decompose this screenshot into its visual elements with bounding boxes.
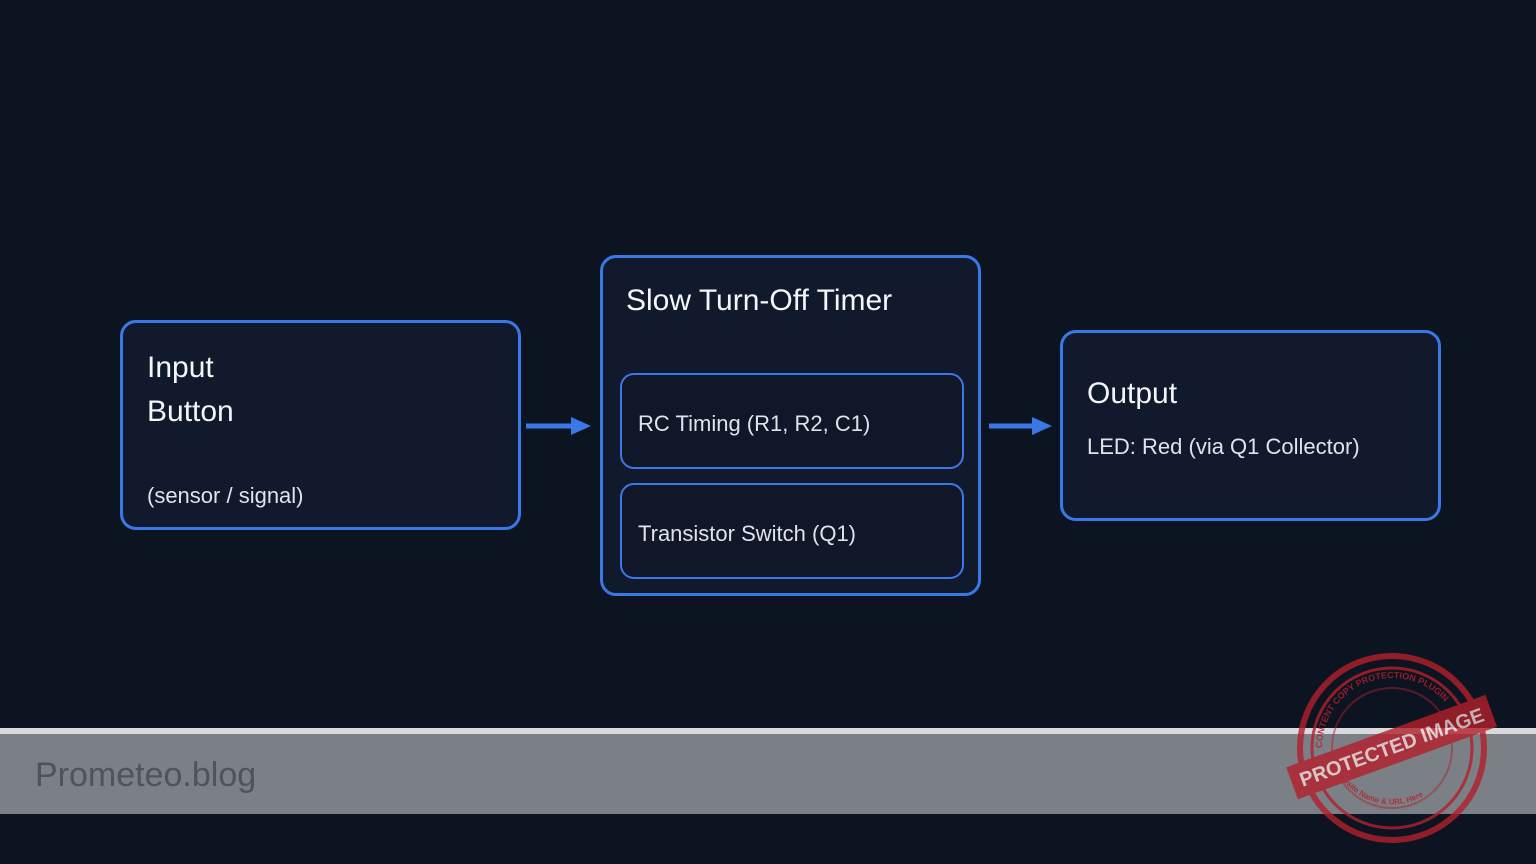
arrow-timer-to-output bbox=[989, 417, 1052, 435]
input-title-line2: Button bbox=[147, 395, 234, 428]
input-title-line1: Input bbox=[147, 351, 214, 384]
timer-block: Slow Turn-Off Timer RC Timing (R1, R2, C… bbox=[600, 255, 981, 596]
timer-title: Slow Turn-Off Timer bbox=[626, 284, 893, 317]
footer-divider bbox=[0, 728, 1536, 734]
input-block: Input Button (sensor / signal) bbox=[120, 320, 521, 530]
footer-brand: Prometeo.blog bbox=[35, 756, 257, 794]
output-title: Output bbox=[1087, 377, 1178, 410]
input-note: (sensor / signal) bbox=[147, 483, 304, 508]
protected-image-stamp-icon: CONTENT COPY PROTECTION PLUGIN My Websit… bbox=[1286, 653, 1498, 843]
output-detail: LED: Red (via Q1 Collector) bbox=[1087, 434, 1360, 459]
output-block: Output LED: Red (via Q1 Collector) bbox=[1060, 330, 1441, 521]
transistor-switch-label: Transistor Switch (Q1) bbox=[638, 521, 857, 546]
transistor-switch-stage: Transistor Switch (Q1) bbox=[620, 483, 964, 579]
rc-timing-stage: RC Timing (R1, R2, C1) bbox=[620, 373, 964, 469]
arrow-input-to-timer bbox=[526, 417, 591, 435]
rc-timing-label: RC Timing (R1, R2, C1) bbox=[638, 411, 871, 436]
footer-bar bbox=[0, 734, 1536, 814]
